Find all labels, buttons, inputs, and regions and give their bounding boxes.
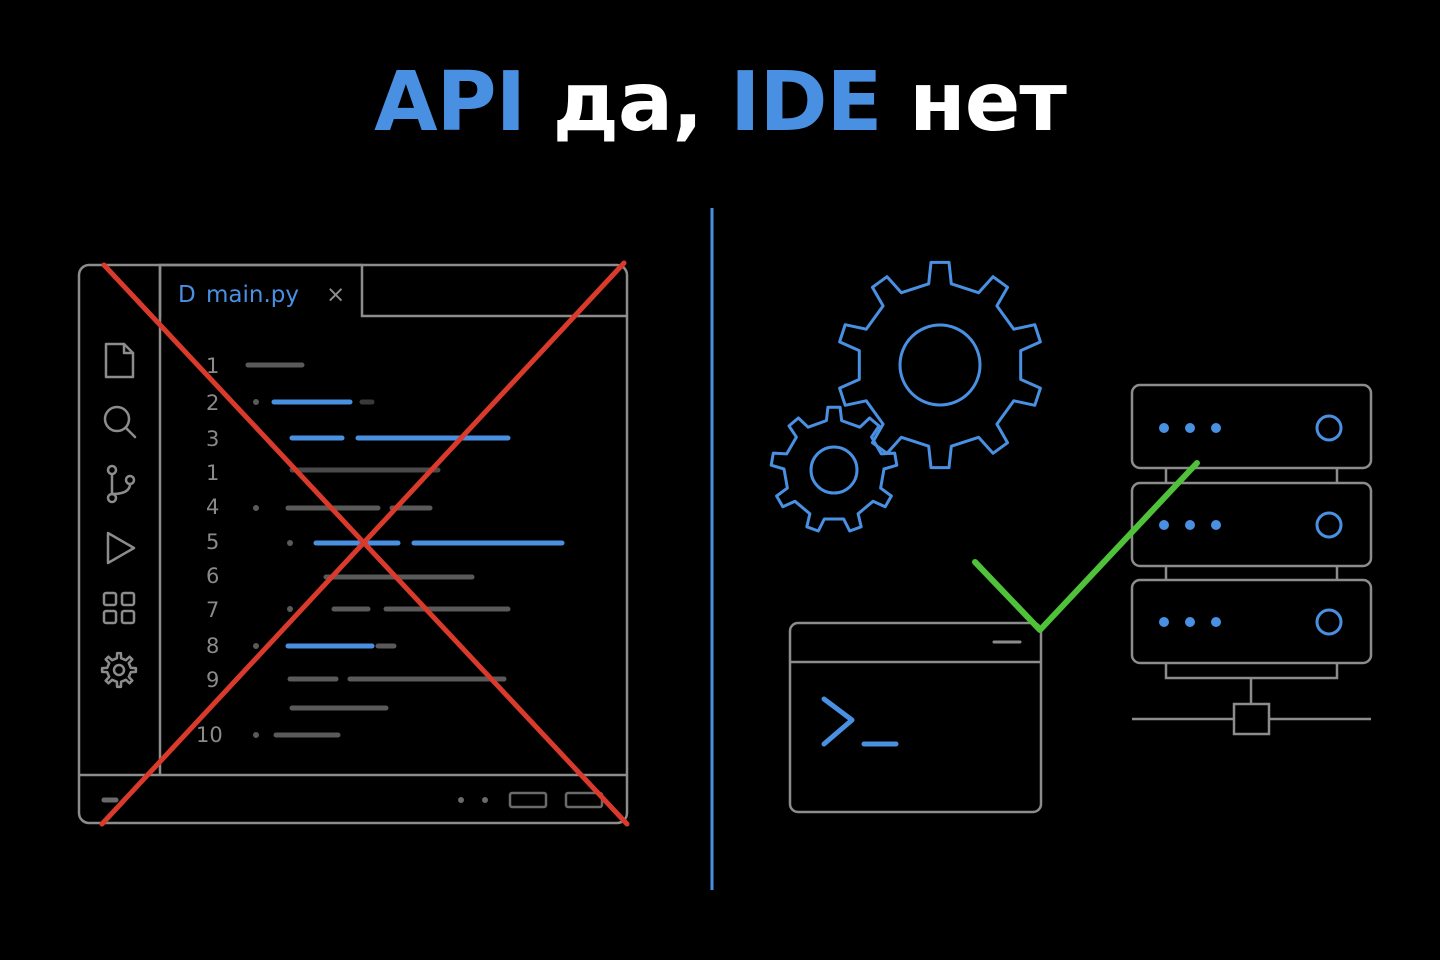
extensions-icon[interactable] [102,591,136,625]
line-number: 1 [206,461,219,485]
git-branch-icon[interactable] [106,464,136,504]
ide-window [77,263,629,825]
network-node [1232,702,1271,736]
file-icon[interactable] [104,342,135,379]
line-number: 5 [206,530,219,554]
server-led [1185,423,1195,433]
server-rack-icon [1130,383,1373,736]
code-lines [245,362,565,738]
server-lights [1159,423,1221,627]
line-numbers: 1 2 3 1 4 5 6 7 8 9 10 [196,354,223,747]
search-icon[interactable] [103,405,137,439]
code-dot [253,399,259,405]
server-led [1211,617,1221,627]
gear-large-icon [838,260,1042,470]
terminal-prompt-chevron [821,696,855,747]
tab-close-icon[interactable]: × [326,282,345,308]
statusbar-dot [458,797,464,803]
line-number: 9 [206,668,219,692]
gear-small-hub [809,445,859,495]
title-da: да, [525,55,730,150]
page-title: API да, IDE нет [0,55,1440,150]
server-led [1211,423,1221,433]
statusbar-dot [482,797,488,803]
server-power-icon [1315,608,1343,636]
ide-statusbar [101,791,604,809]
gear-outline [100,651,138,689]
tab-label: main.py [206,282,299,308]
server-power-icon [1315,511,1343,539]
terminal-frame [788,621,1043,814]
gear-large-hub [898,323,982,407]
line-number: 1 [206,354,219,378]
server-led [1185,617,1195,627]
server-led [1159,617,1169,627]
server-led [1159,423,1169,433]
settings-gear-icon[interactable] [100,651,138,689]
line-number: 6 [206,564,219,588]
line-number: 8 [206,634,219,658]
cross-icon [99,260,630,827]
gear-hub [112,663,126,677]
server-unit [1130,383,1373,470]
terminal-icon [788,621,1043,814]
title-api: API [374,55,526,150]
run-icon[interactable] [106,531,136,565]
server-unit [1130,578,1373,665]
code-dot [287,606,293,612]
gear-small-icon [769,405,899,533]
line-number: 10 [196,723,223,747]
server-power-rings [1315,414,1343,636]
server-led [1185,520,1195,530]
code-dot [287,540,293,546]
statusbar-item[interactable] [508,791,548,809]
code-dot [253,505,259,511]
line-number: 3 [206,427,219,451]
line-number: 4 [206,495,219,519]
checkmark-icon [972,460,1200,633]
gear-outline [769,405,899,533]
code-dot [253,732,259,738]
ide-tab-outline [158,263,627,318]
ide-tab[interactable]: D main.py × [178,282,345,308]
server-led [1211,520,1221,530]
title-ide: IDE [729,55,883,150]
line-number: 2 [206,391,219,415]
gear-outline [838,260,1042,470]
tab-file-icon: D [178,282,196,308]
line-number: 7 [206,598,219,622]
server-base [1164,663,1339,680]
server-led [1159,520,1169,530]
title-net: нет [881,55,1067,150]
code-dot [253,643,259,649]
server-unit [1130,481,1373,568]
server-power-icon [1315,414,1343,442]
